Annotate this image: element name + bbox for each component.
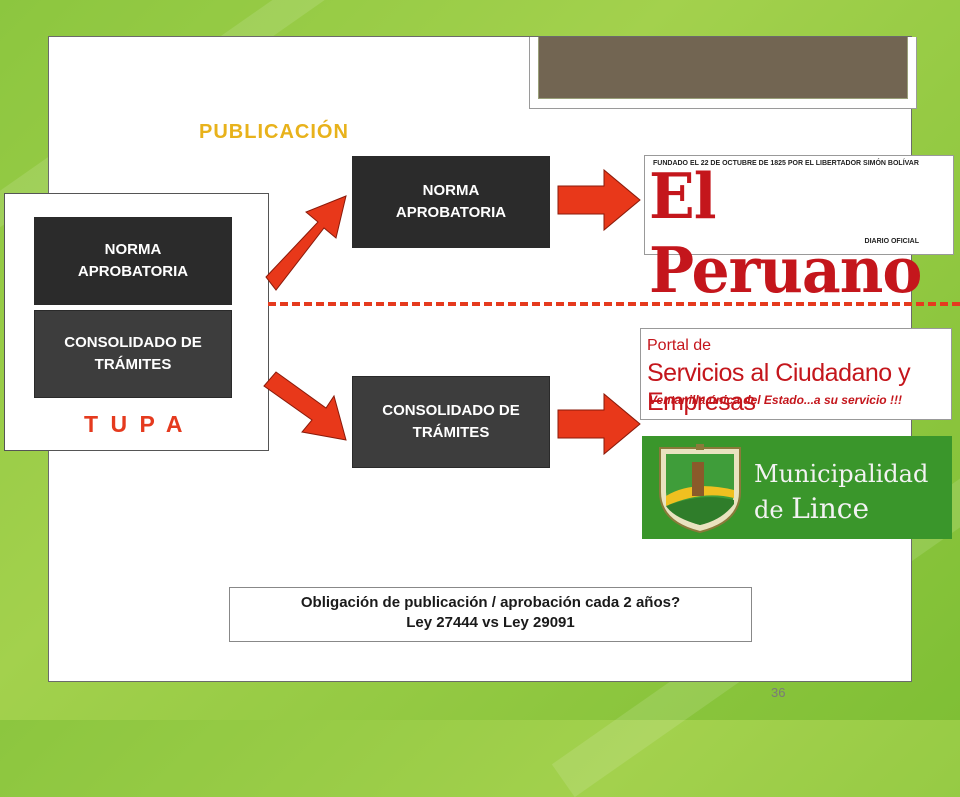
lince-line-2: de Lince xyxy=(754,492,869,525)
arrows-layer xyxy=(263,168,641,456)
tupa-consolidado-label: CONSOLIDADO DE TRÁMITES xyxy=(64,334,202,373)
separator-dashed-line xyxy=(268,302,960,306)
lince-prefix: de xyxy=(754,496,784,524)
portal-line-2: Servicios al Ciudadano y Empresas xyxy=(647,359,911,416)
upper-norma-label: NORMA APROBATORIA xyxy=(395,182,507,221)
page-number: 36 xyxy=(771,685,786,700)
portal-line-3: Ventanilla única del Estado...a su servi… xyxy=(649,393,902,407)
portal-line-1: Portal de xyxy=(647,337,712,354)
arrow-down-right-icon xyxy=(263,371,347,441)
municipalidad-lince-logo: Municipalidad de Lince xyxy=(642,436,952,539)
peruano-name: El Peruano xyxy=(649,160,922,308)
arrow-up-right-icon xyxy=(265,195,347,291)
tupa-norma-label: NORMA APROBATORIA xyxy=(77,241,189,280)
lower-consolidado-box: CONSOLIDADO DE TRÁMITES xyxy=(352,376,550,468)
tupa-consolidado-box: CONSOLIDADO DE TRÁMITES xyxy=(34,310,232,398)
tupa-norma-box: NORMA APROBATORIA xyxy=(34,217,232,305)
lince-name: Lince xyxy=(791,492,870,525)
lince-line-1: Municipalidad xyxy=(754,460,929,488)
peruano-founded-line: FUNDADO EL 22 DE OCTUBRE DE 1825 POR EL … xyxy=(653,160,919,167)
note-line-2: Ley 27444 vs Ley 29091 xyxy=(406,614,575,631)
upper-norma-box: NORMA APROBATORIA xyxy=(352,156,550,248)
top-tab-panel xyxy=(538,37,908,99)
portal-servicios-logo: Portal de Servicios al Ciudadano y Empre… xyxy=(640,328,952,420)
slide-title: PUBLICACIÓN xyxy=(199,121,349,143)
obligation-note: Obligación de publicación / aprobación c… xyxy=(229,587,752,642)
note-line-1: Obligación de publicación / aprobación c… xyxy=(300,594,681,611)
arrow-right-upper-icon xyxy=(557,168,641,232)
el-peruano-logo: FUNDADO EL 22 DE OCTUBRE DE 1825 POR EL … xyxy=(644,155,954,308)
peruano-subtitle: DIARIO OFICIAL xyxy=(864,238,919,245)
lince-shield-icon xyxy=(659,444,741,534)
tupa-label: T U P A xyxy=(84,411,186,437)
top-tab-frame xyxy=(529,37,917,109)
lower-consolidado-label: CONSOLIDADO DE TRÁMITES xyxy=(382,402,520,441)
arrow-right-lower-icon xyxy=(557,392,641,456)
